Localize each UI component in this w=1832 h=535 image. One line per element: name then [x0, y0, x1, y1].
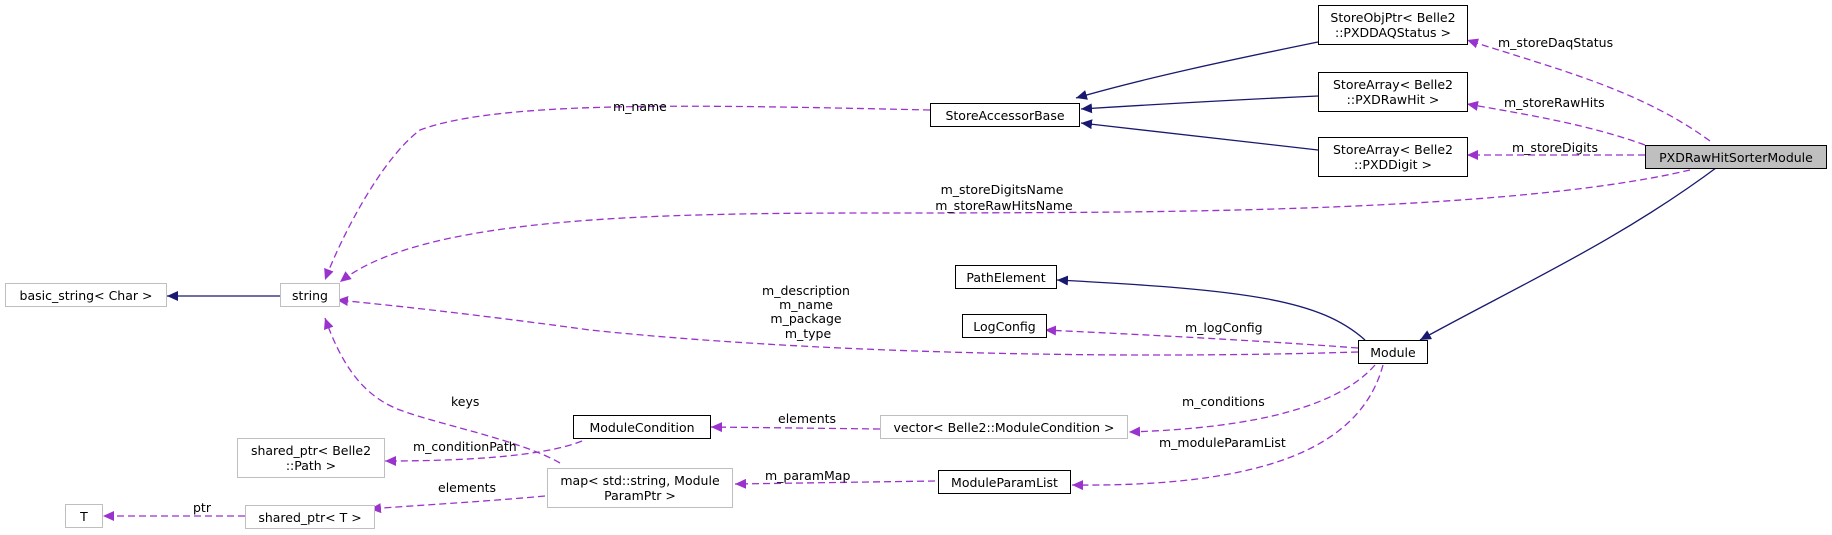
edge-m-storeDaqStatus — [1466, 38, 1711, 142]
edge-keys — [323, 317, 561, 464]
node-shared-ptr-path[interactable]: shared_ptr< Belle2 ::Path > — [237, 438, 385, 478]
node-pxdrawhitsorter-module[interactable]: PXDRawHitSorterModule — [1645, 145, 1827, 169]
node-t[interactable]: T — [65, 504, 103, 528]
node-logconfig[interactable]: LogConfig — [962, 314, 1047, 338]
edge-module-strings — [336, 296, 1359, 356]
node-label-line2: ::Path > — [285, 458, 337, 473]
label-keys: keys — [451, 394, 479, 409]
node-label: vector< Belle2::ModuleCondition > — [893, 419, 1115, 435]
node-modulecondition[interactable]: ModuleCondition — [573, 415, 711, 439]
node-label: ModuleParamList — [951, 474, 1058, 490]
edge-m-paramMap — [734, 478, 936, 489]
node-label-line1: map< std::string, Module — [560, 473, 720, 488]
label-m-storeRawHits: m_storeRawHits — [1504, 95, 1605, 110]
node-label: PXDRawHitSorterModule — [1659, 149, 1813, 165]
node-label: StoreAccessorBase — [945, 107, 1065, 123]
node-module[interactable]: Module — [1358, 340, 1428, 364]
label-ptr: ptr — [193, 500, 212, 515]
label-m-storeDigits: m_storeDigits — [1512, 140, 1598, 155]
label-m-moduleParamList: m_moduleParamList — [1159, 435, 1286, 450]
label-string-names: m_storeDigitsName m_storeRawHitsName — [935, 182, 1073, 213]
node-vector-modulecondition[interactable]: vector< Belle2::ModuleCondition > — [880, 415, 1128, 439]
label-m-paramMap: m_paramMap — [765, 468, 850, 483]
node-label: shared_ptr< T > — [258, 509, 362, 525]
edge-m-conditionPath — [384, 440, 583, 466]
edge-storearray-rawhit-inherits-storeaccessorbase — [1080, 95, 1319, 114]
edge-storearray-digit-inherits-storeaccessorbase — [1080, 119, 1319, 151]
node-label-line1: StoreArray< Belle2 — [1332, 77, 1453, 92]
edge-elements-cond — [710, 422, 881, 433]
node-label: basic_string< Char > — [19, 287, 153, 303]
node-storeaccessorbase[interactable]: StoreAccessorBase — [930, 103, 1080, 127]
node-basic-string[interactable]: basic_string< Char > — [5, 283, 167, 307]
edge-m-storeRawHits — [1466, 100, 1646, 146]
node-storearray-pxddigit[interactable]: StoreArray< Belle2 ::PXDDigit > — [1318, 137, 1468, 177]
node-shared-ptr-t[interactable]: shared_ptr< T > — [245, 505, 375, 529]
edge-pxdrawhitsorter-inherits-module — [1419, 164, 1721, 341]
edge-string-names — [339, 169, 1691, 283]
node-label-line1: StoreObjPtr< Belle2 — [1330, 10, 1456, 25]
label-m-conditions: m_conditions — [1182, 394, 1265, 409]
label-elements-map: elements — [438, 480, 496, 495]
edge-module-inherits-pathelement — [1056, 275, 1366, 341]
node-label: T — [80, 508, 88, 524]
label-m-conditionPath: m_conditionPath — [413, 439, 517, 454]
node-pathelement[interactable]: PathElement — [955, 265, 1057, 289]
edge-m-logConfig — [1044, 325, 1359, 349]
node-label: LogConfig — [973, 318, 1036, 334]
node-map-param[interactable]: map< std::string, Module ParamPtr > — [547, 468, 733, 508]
edge-m-conditions — [1128, 364, 1376, 437]
node-label-line2: ::PXDDigit > — [1353, 157, 1432, 172]
node-label: string — [292, 287, 328, 303]
node-label-line1: shared_ptr< Belle2 — [250, 443, 372, 458]
node-label-line1: StoreArray< Belle2 — [1332, 142, 1453, 157]
node-label-line2: ParamPtr > — [604, 488, 676, 503]
label-m-logConfig: m_logConfig — [1185, 320, 1263, 335]
label-m-storeDaqStatus: m_storeDaqStatus — [1498, 35, 1613, 50]
node-label: PathElement — [966, 269, 1046, 285]
label-elements-cond: elements — [778, 411, 836, 426]
node-label-line2: ::PXDRawHit > — [1346, 92, 1440, 107]
edge-storeobjptr-inherits-storeaccessorbase — [1075, 41, 1319, 100]
edge-elements-map — [369, 495, 546, 514]
node-string[interactable]: string — [280, 283, 340, 307]
node-storeobjptr-pxddaqstatus[interactable]: StoreObjPtr< Belle2 ::PXDDAQStatus > — [1318, 5, 1468, 45]
label-module-strings: m_description m_name m_package m_type — [762, 283, 854, 341]
node-storearray-pxdrawhit[interactable]: StoreArray< Belle2 ::PXDRawHit > — [1318, 72, 1468, 112]
node-label-line2: ::PXDDAQStatus > — [1334, 25, 1451, 40]
node-moduleparamlist[interactable]: ModuleParamList — [938, 470, 1071, 494]
label-m-name: m_name — [613, 99, 667, 114]
node-label: Module — [1370, 344, 1416, 360]
edge-m-moduleParamList — [1071, 364, 1384, 491]
node-label: ModuleCondition — [589, 419, 695, 435]
edge-m-name-storeaccessorbase — [324, 105, 931, 281]
